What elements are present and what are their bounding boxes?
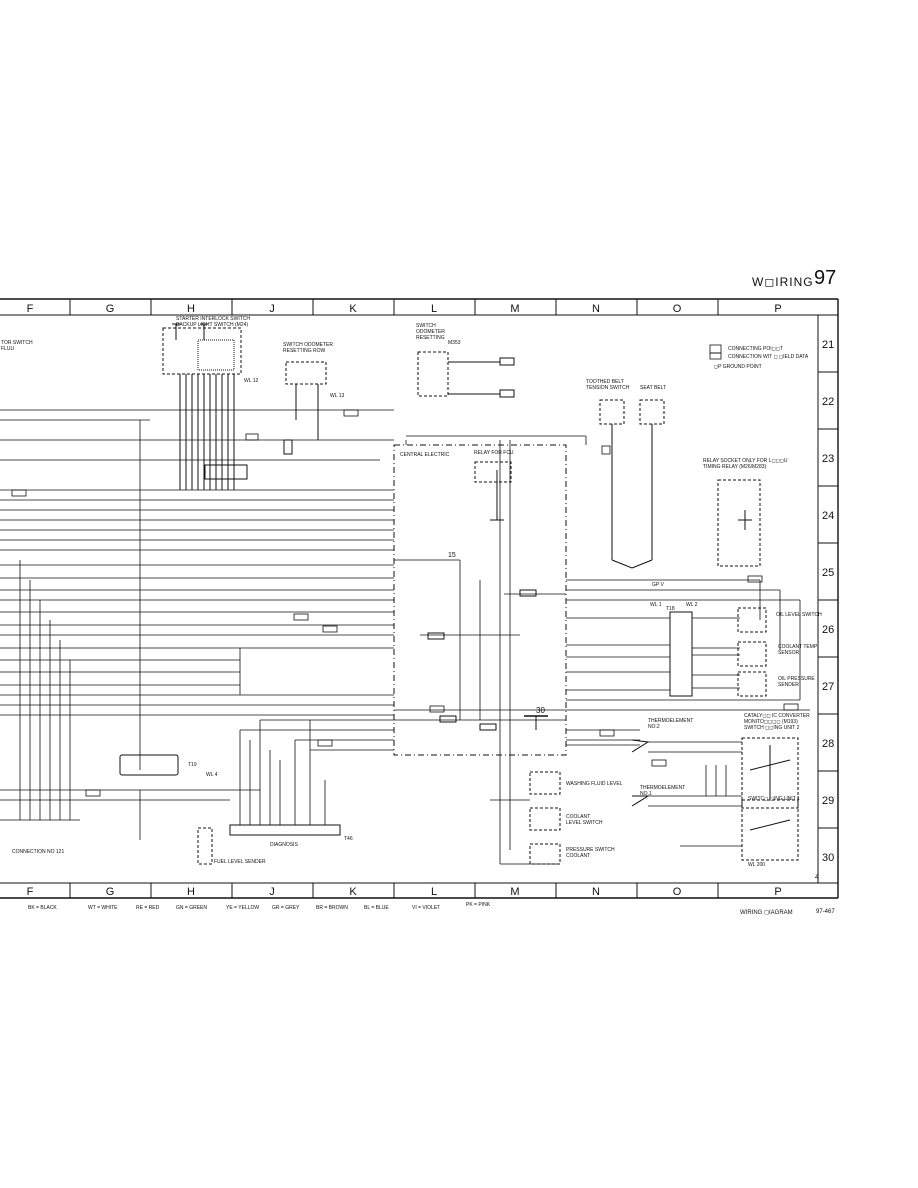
wl1-label: WL 1	[650, 602, 662, 608]
legend-red: RE = RED	[136, 905, 160, 911]
m353-label: M353	[448, 340, 461, 346]
col-g-bottom: G	[105, 886, 115, 898]
t18-label: T18	[666, 606, 675, 612]
oil-pressure-label: OIL PRESSURE SENDER	[778, 676, 815, 688]
legend-violet: VI = VIOLET	[412, 905, 441, 911]
row-22: 22	[822, 396, 835, 408]
col-f: F	[26, 303, 34, 315]
col-j-bottom: J	[269, 886, 275, 898]
col-n-bottom: N	[592, 886, 600, 898]
legend-ground-point: ◻P GROUND POINT	[714, 364, 762, 370]
thermoelement-1-label: THERMOELEMENT NO.1	[640, 785, 686, 797]
footer-title: WIRING ◻IAGRAM	[740, 910, 793, 916]
col-p-bottom: P	[774, 886, 782, 898]
switching-unit-1-label: SWITC◻ ◻ING UNIT 1	[748, 796, 800, 802]
row-28: 28	[822, 738, 835, 750]
wl12-label: WL 12	[244, 378, 259, 384]
coolant-level-label: COOLANT LEVEL SWITCH	[566, 814, 603, 826]
relay-fcu-label: RELAY FOR FCU	[474, 450, 514, 456]
row-27: 27	[822, 681, 835, 693]
legend-connection-with: CONNECTION WIT ◻ ◻IELD DATA	[728, 354, 809, 360]
col-h-bottom: H	[187, 886, 195, 898]
footer-ref: 97-467	[816, 909, 835, 915]
col-m: M	[510, 303, 520, 315]
col-p: P	[774, 303, 782, 315]
row-25: 25	[822, 567, 835, 579]
page-number: 97	[814, 267, 837, 289]
fuel-level-label: FUEL LEVEL SENDER	[214, 859, 266, 865]
col-j: J	[269, 303, 275, 315]
odometer-row-label: SWITCH ODOMETER RESETTING ROW	[283, 342, 333, 354]
wl13-label: WL 13	[330, 393, 345, 399]
relay-socket-label: RELAY SOCKET ONLY FOR L◻◻◻U TIMING RELAY…	[703, 458, 788, 470]
pressure-switch-label: PRESSURE SWITCH COOLANT	[566, 847, 615, 859]
connection-label: CONNECTION NO 121	[12, 849, 65, 855]
diagnosis-label: DIAGNOSIS	[270, 842, 298, 848]
page-header: W◻IRING 97	[752, 267, 912, 293]
col-l: L	[430, 303, 438, 315]
legend-connecting-point: CONNECTING POI◻◻T	[728, 346, 783, 352]
col-m-bottom: M	[510, 886, 520, 898]
header-title: W◻IRING	[752, 275, 814, 289]
col-k: K	[349, 303, 357, 315]
legend-pink: PK = PINK	[466, 902, 491, 908]
legend-brown: BR = BROWN	[316, 905, 348, 911]
col-o-bottom: O	[672, 886, 682, 898]
t46-label: T46	[344, 836, 353, 842]
col-k-bottom: K	[349, 886, 357, 898]
col-h: H	[187, 303, 195, 315]
col-l-bottom: L	[430, 886, 438, 898]
row-26: 26	[822, 624, 835, 636]
odometer-resetting-label: SWITCH ODOMETER RESETTING	[416, 323, 445, 341]
terminal-30-label: 30	[536, 706, 545, 715]
central-electric-label: CENTRAL ELECTRIC	[400, 452, 450, 458]
coolant-temp-label: COOLANT TEMP SENSOR	[778, 644, 818, 656]
row-21: 21	[822, 339, 835, 351]
legend-yellow: YE = YELLOW	[226, 905, 260, 911]
col-n: N	[592, 303, 600, 315]
col-o: O	[672, 303, 682, 315]
toothed-belt-label: TOOTHED BELT TENSION SWITCH	[586, 379, 630, 391]
washing-fluid-label: WASHING FLUID LEVEL	[566, 781, 623, 787]
legend-black: BK = BLACK	[28, 905, 57, 911]
wl200-label: WL 200	[748, 862, 766, 868]
wl4-label: WL 4	[206, 772, 218, 778]
terminal-15-label: 15	[448, 552, 456, 559]
gp-v-label: GP V	[652, 582, 664, 588]
catalytic-converter-label: CATALY◻◻ IC CONVERTER MONITO◻◻◻◻ (M193) …	[744, 713, 810, 731]
legend-green: GN = GREEN	[176, 905, 207, 911]
row-24: 24	[822, 510, 835, 522]
col-g: G	[105, 303, 115, 315]
row-30: 30	[822, 852, 835, 864]
wl2-label: WL 2	[686, 602, 698, 608]
legend-white: WT = WHITE	[88, 905, 118, 911]
col-f-bottom: F	[26, 886, 34, 898]
thermoelement-2-label: THERMOELEMENT NO.2	[648, 718, 694, 730]
oil-level-switch-label: OIL LEVEL SWITCH	[776, 612, 822, 618]
tor-switch-label: TOR SWITCH FLUU	[1, 340, 33, 352]
row-23: 23	[822, 453, 835, 465]
row-29: 29	[822, 795, 835, 807]
starter-interlock-label: STARTER INTERLOCK SWITCH BACKUP LIGHT SW…	[176, 316, 250, 328]
corner-number: 4	[815, 874, 819, 881]
legend-blue: BL = BLUE	[364, 905, 389, 911]
seat-belt-label: SEAT BELT	[640, 385, 667, 391]
t19-label: T19	[188, 762, 197, 768]
legend-grey: GR = GREY	[272, 905, 300, 911]
